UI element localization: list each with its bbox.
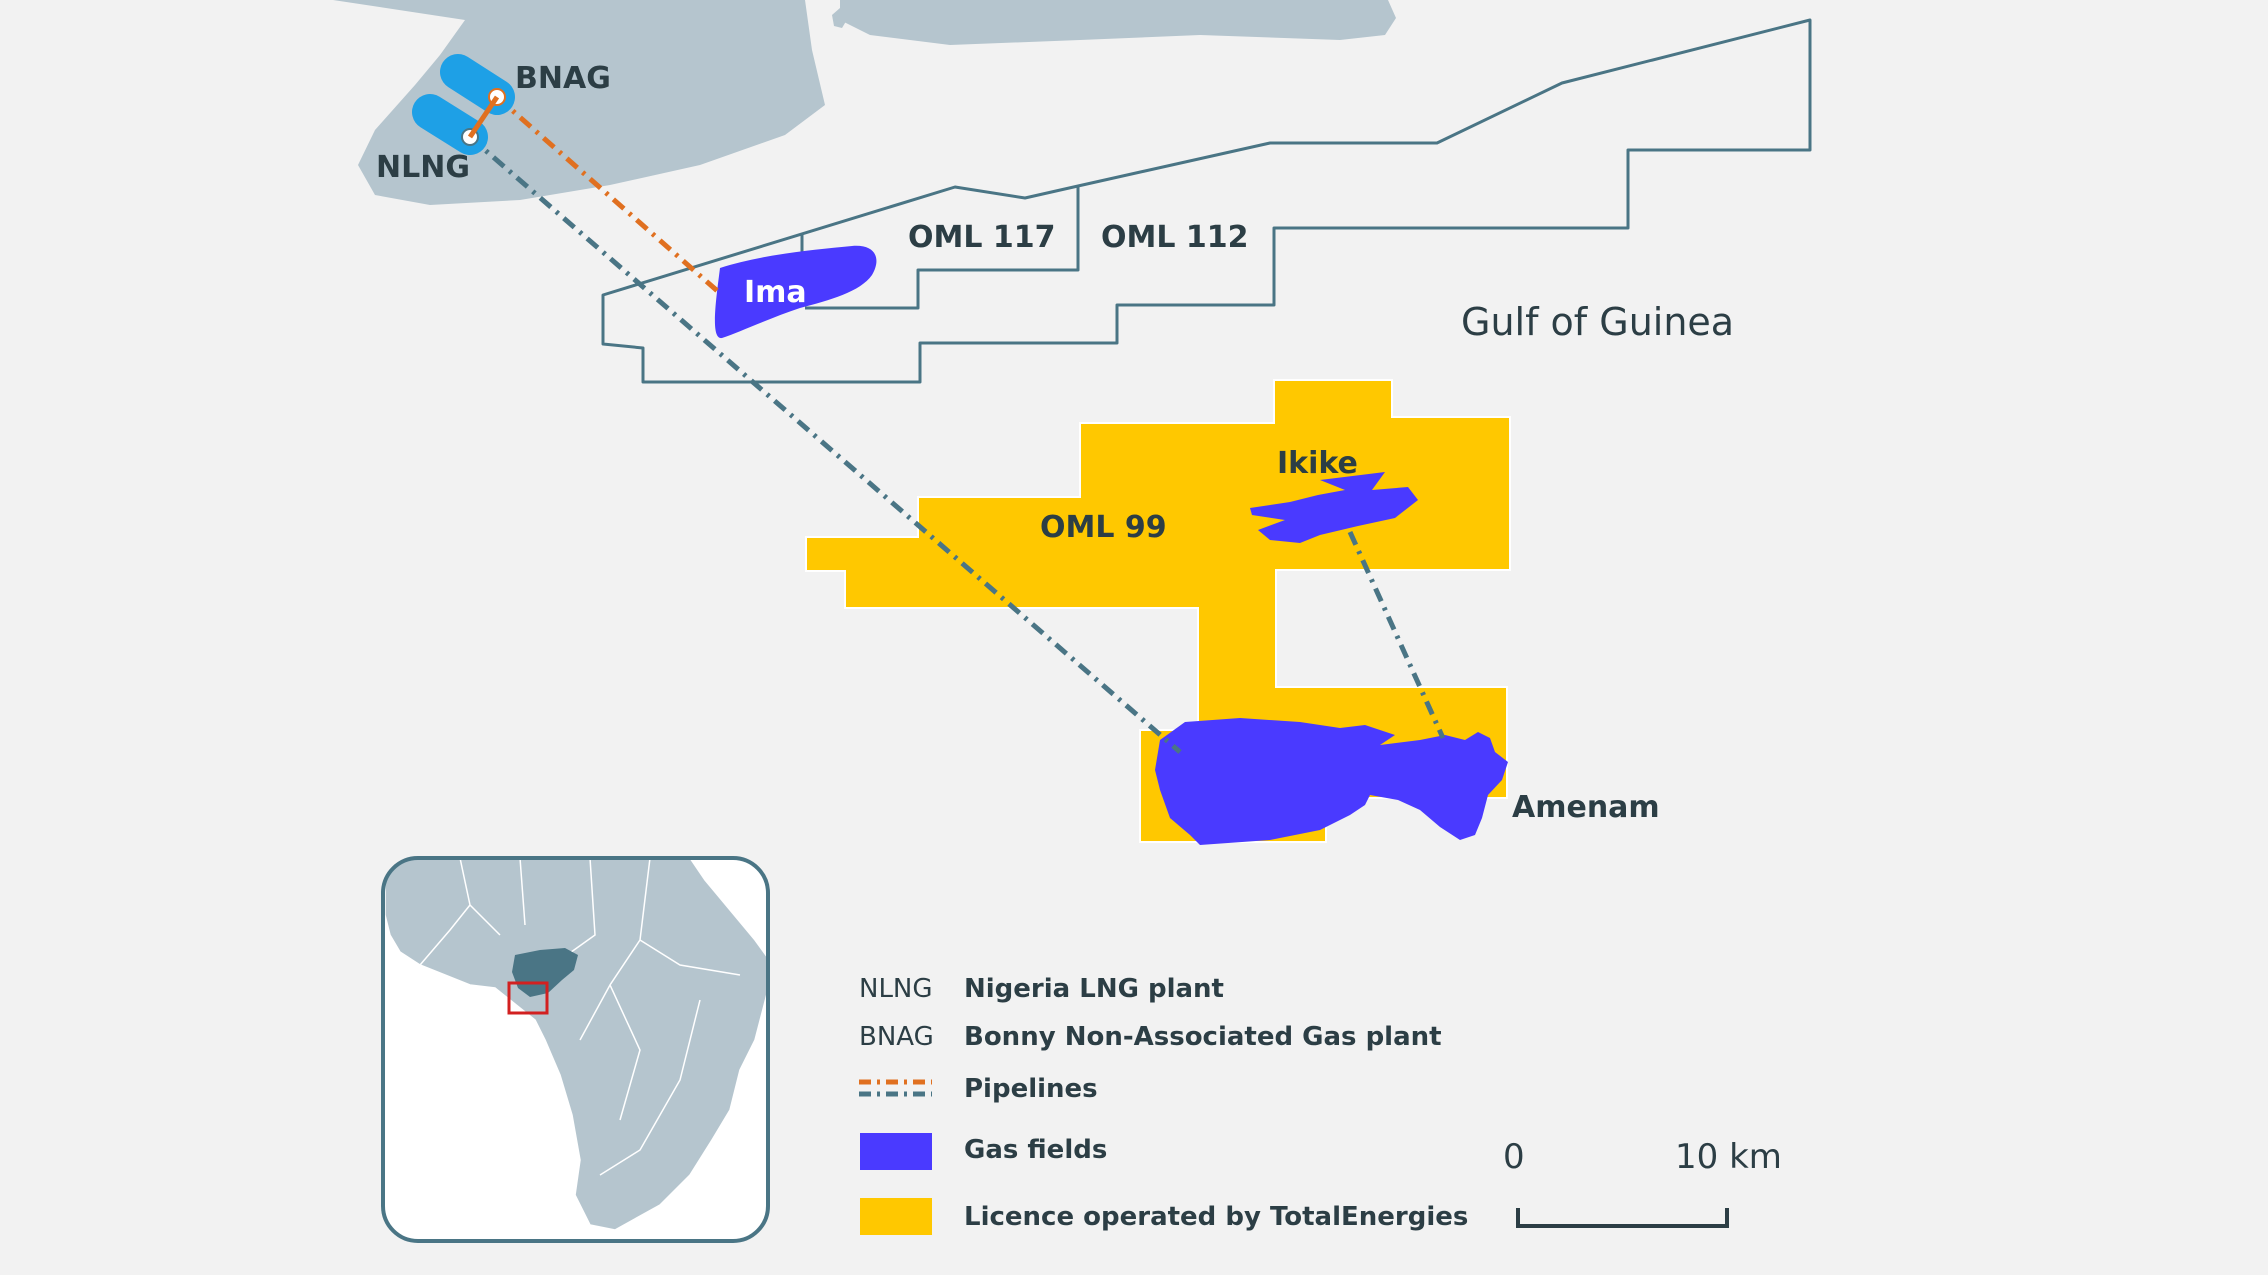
inset-nigeria-highlight	[512, 948, 578, 997]
gas-field-ikike	[1250, 472, 1418, 543]
legend-pipelines-icon	[859, 1079, 932, 1097]
inset-frame	[381, 856, 770, 1243]
inset-area-box	[507, 981, 549, 1015]
legend-gas-fields-swatch	[860, 1133, 932, 1170]
legend-bnag-desc: Bonny Non-Associated Gas plant	[964, 1022, 1442, 1052]
label-oml99: OML 99	[1040, 510, 1167, 545]
pipeline-plant-connector	[467, 95, 500, 139]
inset-country-borders	[419, 858, 741, 1176]
licence-oml112-outline	[601, 18, 1812, 384]
label-amenam: Amenam	[1512, 790, 1660, 825]
scale-bar: 0 10 km	[1503, 1137, 1782, 1228]
legend-licence-swatch	[860, 1198, 932, 1235]
scale-start-label: 0	[1503, 1137, 1525, 1177]
legend-licence-label: Licence operated by TotalEnergies	[964, 1202, 1468, 1232]
legend-gas-fields-label: Gas fields	[964, 1135, 1107, 1165]
legend-nlng-desc: Nigeria LNG plant	[964, 974, 1224, 1004]
land-islet	[832, 8, 848, 28]
inset-africa-landmass	[384, 858, 768, 1231]
label-ima: Ima	[744, 275, 807, 310]
legend-nlng-code: NLNG	[859, 974, 933, 1004]
scale-end-label: 10 km	[1675, 1137, 1782, 1177]
label-ikike: Ikike	[1277, 446, 1358, 481]
gas-field-ima	[714, 245, 877, 339]
label-gulf-of-guinea: Gulf of Guinea	[1461, 300, 1734, 344]
pipeline-nlng-amenam	[468, 135, 1182, 754]
label-oml117: OML 117	[908, 220, 1056, 255]
legend: NLNG Nigeria LNG plant BNAG Bonny Non-As…	[859, 974, 1468, 1235]
pipeline-bnag-ima	[495, 95, 724, 297]
legend-pipelines-label: Pipelines	[964, 1074, 1098, 1104]
land-niger-delta	[333, 0, 825, 205]
label-oml112: OML 112	[1101, 220, 1249, 255]
label-bnag: BNAG	[515, 61, 611, 96]
gas-field-amenam	[1155, 718, 1508, 845]
inset-locator-map	[381, 856, 770, 1243]
scale-line	[1516, 1208, 1729, 1228]
pipeline-ikike-amenam	[1347, 530, 1446, 740]
legend-bnag-code: BNAG	[859, 1022, 934, 1052]
land-east	[840, 0, 1396, 45]
label-nlng: NLNG	[376, 150, 470, 185]
